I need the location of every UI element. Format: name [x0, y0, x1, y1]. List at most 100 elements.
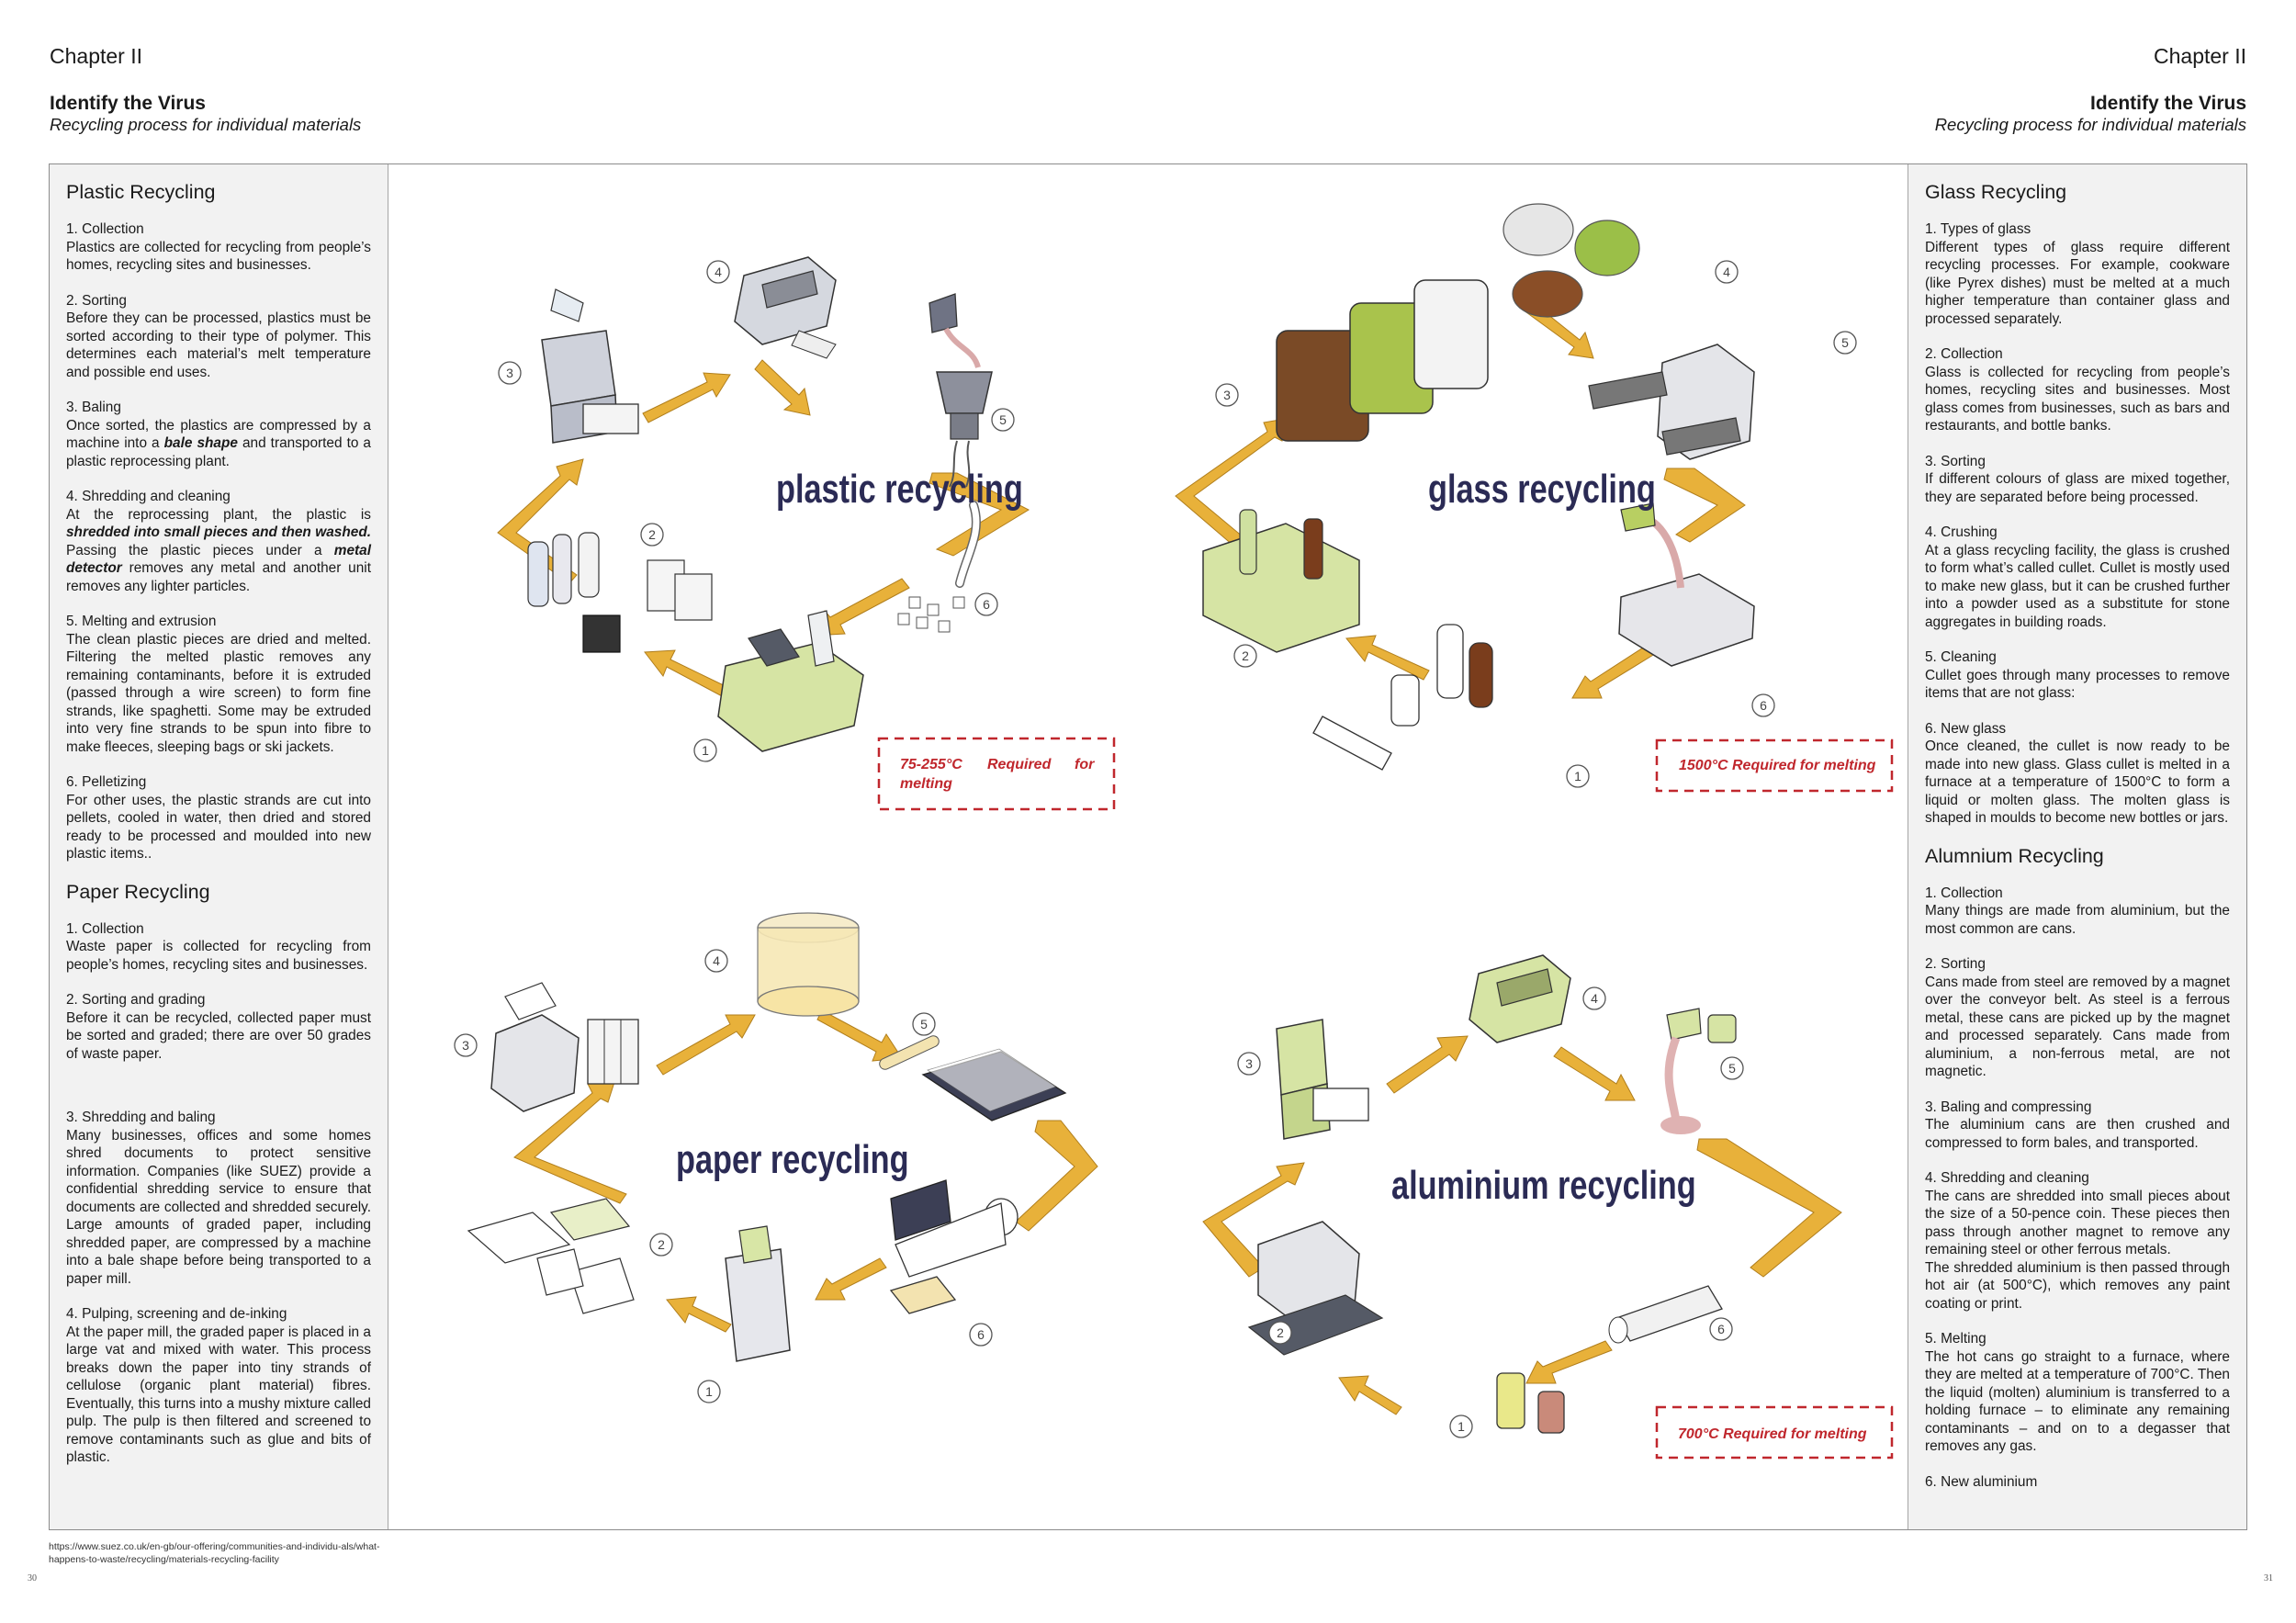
- emphasis-text: shredded into small pieces and then wash…: [66, 524, 371, 540]
- step-heading: 3. Sorting: [1925, 453, 2230, 471]
- step-marker: 1: [698, 1381, 720, 1403]
- step-number: 6: [1760, 698, 1767, 713]
- step-number: 6: [977, 1327, 985, 1342]
- step-body: Plastics are collected for recycling fro…: [66, 239, 371, 275]
- step-number: 3: [1245, 1056, 1253, 1071]
- step-body: At a glass recycling facility, the glass…: [1925, 542, 2230, 632]
- glass-step: 3. Sorting If different colours of glass…: [1925, 453, 2230, 507]
- baler-machine-icon: [542, 289, 638, 443]
- glass-step: 5. Cleaning Cullet goes through many pro…: [1925, 648, 2230, 703]
- waste-paper-icon: [468, 1199, 634, 1313]
- plastic-section-title: Plastic Recycling: [66, 181, 371, 204]
- step-heading: 6. New glass: [1925, 720, 2230, 738]
- glass-step: 2. Collection Glass is collected for rec…: [1925, 345, 2230, 435]
- source-url: https://www.suez.co.uk/en-gb/our-offerin…: [49, 1540, 398, 1566]
- step-heading: 1. Collection: [66, 220, 371, 239]
- plastic-diagram: plastic recycling 1 2 3 4 5 6 75-255°C R…: [498, 257, 1114, 809]
- step-marker: 3: [455, 1034, 477, 1056]
- step-heading: 2. Sorting: [1925, 955, 2230, 974]
- step-heading: 4. Shredding and cleaning: [1925, 1169, 2230, 1188]
- arrow-icon: [657, 1015, 755, 1075]
- step-marker: 6: [975, 593, 997, 615]
- plastic-step: 3. Baling Once sorted, the plastics are …: [66, 399, 371, 470]
- sorted-plastics-icon: [528, 533, 712, 652]
- left-text-panel: Plastic Recycling 1. Collection Plastics…: [50, 164, 388, 1529]
- step-heading: 1. Collection: [1925, 885, 2230, 903]
- plastic-step: 4. Shredding and cleaning At the reproce…: [66, 488, 371, 595]
- glass-step: 4. Crushing At a glass recycling facilit…: [1925, 524, 2230, 631]
- step-marker: 2: [641, 524, 663, 546]
- step-marker: 4: [1583, 987, 1605, 1009]
- step-body: Many things are made from aluminium, but…: [1925, 902, 2230, 938]
- step-number: 1: [1574, 769, 1581, 783]
- step-body: Before they can be processed, plastics m…: [66, 310, 371, 381]
- arrow-icon: [1526, 1341, 1612, 1383]
- step-heading: 2. Sorting: [66, 292, 371, 310]
- step-heading: 3. Shredding and baling: [66, 1109, 371, 1127]
- step-body: At the reprocessing plant, the plastic i…: [66, 506, 371, 596]
- step-heading: 4. Pulping, screening and de-inking: [66, 1305, 371, 1324]
- arrow-icon: [817, 1010, 902, 1061]
- step-number: 6: [983, 597, 990, 612]
- step-marker: 4: [705, 950, 727, 972]
- step-body: The hot cans go straight to a furnace, w…: [1925, 1348, 2230, 1456]
- step-heading: 2. Collection: [1925, 345, 2230, 364]
- step-marker: 2: [1269, 1322, 1291, 1344]
- crusher-machine-icon: [1589, 344, 1754, 459]
- page-number-right: 31: [2264, 1573, 2273, 1584]
- step-marker: 2: [650, 1234, 672, 1256]
- aluminium-diagram-title: aluminium recycling: [1391, 1163, 1696, 1208]
- aluminium-step: 5. Melting The hot cans go straight to a…: [1925, 1330, 2230, 1456]
- step-body: If different colours of glass are mixed …: [1925, 470, 2230, 506]
- step-body: Waste paper is collected for recycling f…: [66, 938, 371, 974]
- step-number: 1: [1458, 1419, 1465, 1434]
- step-heading: 3. Baling and compressing: [1925, 1099, 2230, 1117]
- step-number: 5: [920, 1017, 928, 1031]
- step-heading: 3. Baling: [66, 399, 371, 417]
- screening-mesh-icon: [878, 1034, 1065, 1121]
- glass-diagram-title: glass recycling: [1428, 467, 1656, 512]
- step-body: The clean plastic pieces are dried and m…: [66, 631, 371, 757]
- recycling-bin-icon: [726, 1226, 790, 1361]
- arrow-icon: [1697, 1139, 1841, 1277]
- step-body: For other uses, the plastic strands are …: [66, 792, 371, 863]
- note-text: 75-255°C: [900, 757, 962, 772]
- step-body-text: At the reprocessing plant, the plastic i…: [66, 507, 371, 523]
- step-marker: 1: [694, 739, 716, 761]
- paper-step: 1. Collection Waste paper is collected f…: [66, 920, 371, 975]
- step-number: 1: [705, 1384, 713, 1399]
- paper-diagram-title: paper recycling: [676, 1137, 909, 1182]
- shredder-machine-icon: [735, 257, 836, 358]
- arrow-icon: [816, 1258, 886, 1300]
- step-number: 4: [713, 953, 720, 968]
- step-number: 4: [1723, 265, 1730, 279]
- step-body: At the paper mill, the graded paper is p…: [66, 1324, 371, 1467]
- arrow-icon: [667, 1297, 731, 1332]
- aluminium-step: 1. Collection Many things are made from …: [1925, 885, 2230, 939]
- step-number: 4: [715, 265, 722, 279]
- step-body: The aluminium cans are then crushed and …: [1925, 1116, 2230, 1152]
- page-title: Identify the Virus: [1935, 93, 2246, 115]
- plastic-step: 2. Sorting Before they can be processed,…: [66, 292, 371, 382]
- paper-section-title: Paper Recycling: [66, 881, 371, 904]
- cullet-piles-icon: [1503, 204, 1639, 317]
- note-text: Required: [987, 757, 1052, 772]
- step-marker: 4: [707, 261, 729, 283]
- arrow-icon: [1346, 636, 1429, 680]
- step-number: 5: [1841, 335, 1849, 350]
- step-body-text: Passing the plastic pieces under a: [66, 543, 334, 558]
- melting-note: 1500°C Required for melting: [1657, 740, 1892, 791]
- page-title: Identify the Virus: [50, 93, 361, 115]
- paper-step: 2. Sorting and grading Before it can be …: [66, 991, 371, 1063]
- paper-step: 3. Shredding and baling Many businesses,…: [66, 1109, 371, 1288]
- aluminium-step: 6. New aluminium: [1925, 1473, 2230, 1492]
- plastic-diagram-title: plastic recycling: [776, 467, 1023, 512]
- aluminium-step: 4. Shredding and cleaning The cans are s…: [1925, 1169, 2230, 1313]
- step-heading: 5. Melting: [1925, 1330, 2230, 1348]
- arrow-icon: [645, 650, 731, 698]
- glass-bottles-icon: [1313, 625, 1492, 770]
- note-text: 1500°C Required for melting: [1679, 758, 1876, 773]
- step-marker: 6: [1752, 694, 1774, 716]
- step-marker: 5: [1834, 332, 1856, 354]
- recycling-diagrams: plastic recycling 1 2 3 4 5 6 75-255°C R…: [395, 165, 1907, 1529]
